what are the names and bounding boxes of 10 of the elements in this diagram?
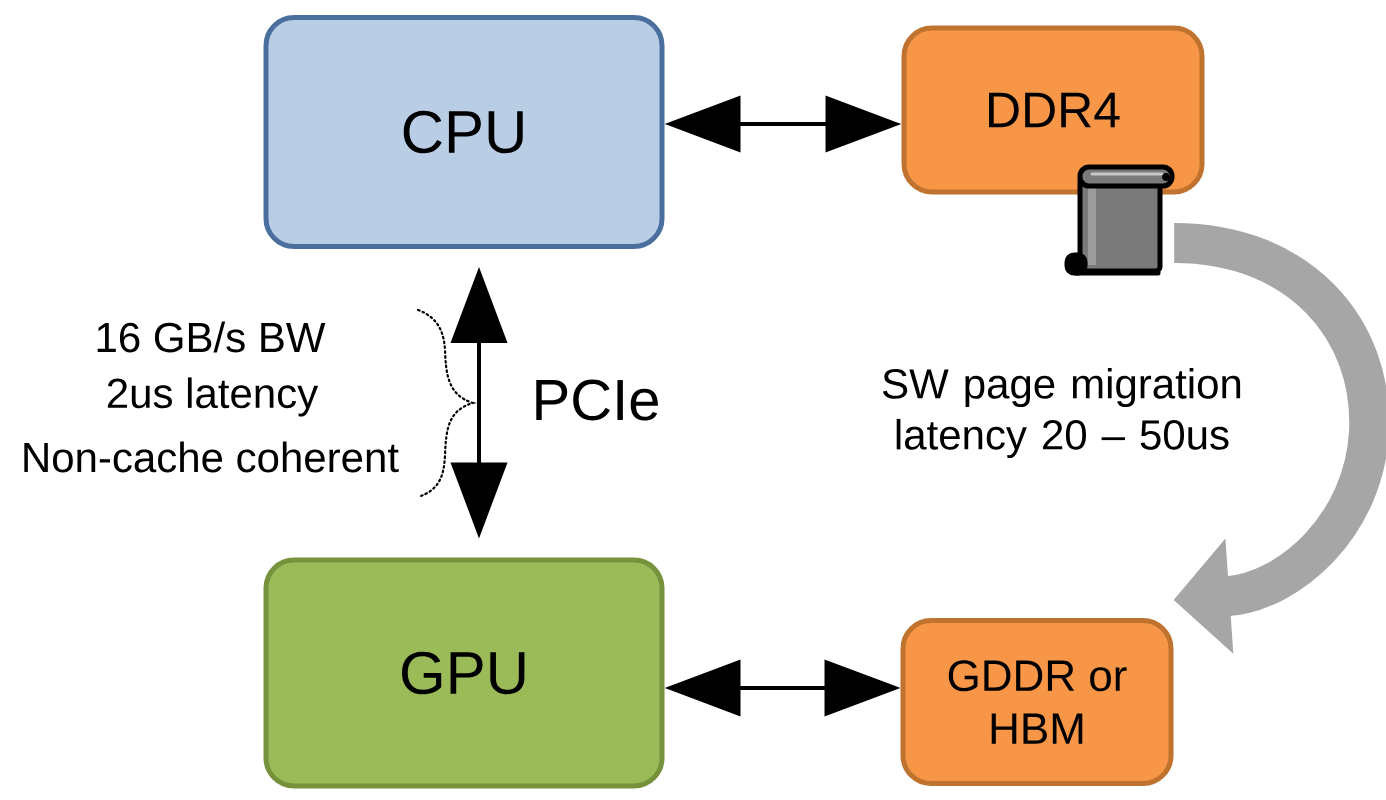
rounded-box: CPU	[263, 15, 665, 249]
rounded-box: GPU	[263, 557, 665, 789]
annotation-text: Non-cache coherent	[24, 441, 399, 473]
rounded-box: GDDR or HBM	[900, 618, 1174, 786]
annotation-text: 2us latency	[107, 377, 319, 417]
scroll-icon	[1064, 164, 1175, 276]
rounded-box: DDR4	[901, 25, 1205, 195]
edge-label: PCIe	[536, 379, 658, 421]
edge-label: SW page migration latency 20 – 50us	[883, 367, 1241, 459]
annotation-text: 16 GB/s BW	[97, 321, 326, 353]
